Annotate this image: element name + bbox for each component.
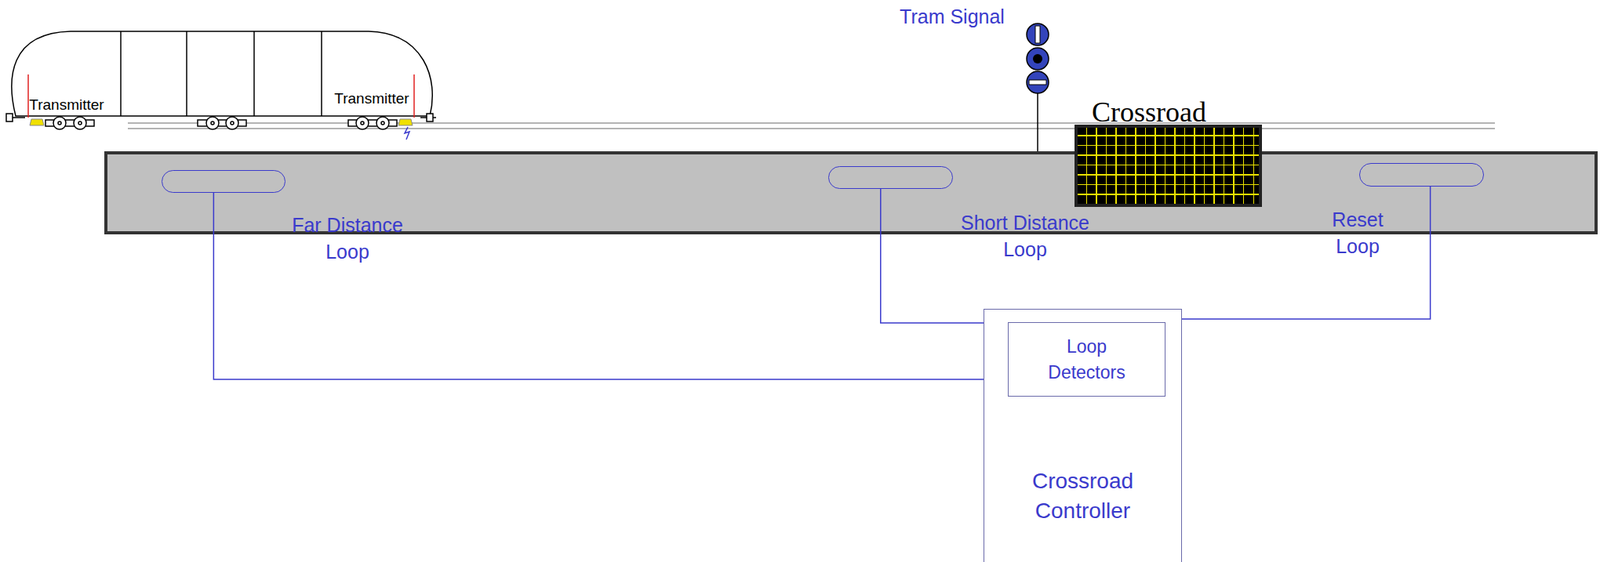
transmitter-label: Transmitter bbox=[29, 96, 104, 114]
rails bbox=[127, 123, 1495, 129]
node-label: Crossroad Controller bbox=[984, 466, 1182, 527]
loop-detectors: Loop Detectors bbox=[1007, 322, 1166, 397]
tram bbox=[6, 31, 437, 130]
node-label: Far Distance Loop bbox=[272, 211, 422, 266]
loop-wire bbox=[880, 189, 984, 324]
crossroad-controller: Crossroad Controller Loop Detectors bbox=[983, 309, 1182, 562]
transmitter-symbol bbox=[28, 74, 415, 140]
node-label: Crossroad bbox=[1091, 96, 1207, 128]
transmitter-label: Transmitter bbox=[334, 90, 409, 108]
node-label: Short Distance Loop bbox=[942, 209, 1108, 263]
far-loop: Far Distance Loop bbox=[161, 170, 286, 193]
loop-wire bbox=[213, 192, 984, 380]
tram-signal bbox=[1026, 23, 1049, 152]
node-label: Reset Loop bbox=[1322, 206, 1393, 260]
signal-label: Tram Signal bbox=[899, 5, 1005, 29]
short-loop: Short Distance Loop bbox=[828, 166, 953, 190]
crossroad: Crossroad bbox=[1074, 124, 1262, 208]
reset-loop: Reset Loop bbox=[1359, 163, 1484, 187]
node-label: Loop Detectors bbox=[1040, 334, 1135, 386]
